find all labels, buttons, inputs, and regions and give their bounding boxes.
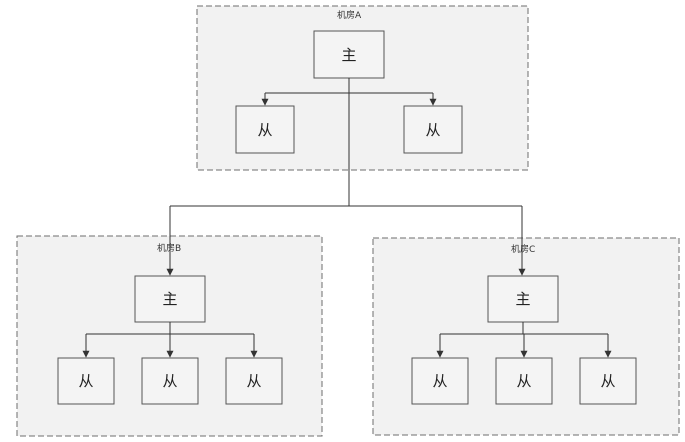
room-c-slave-3-label: 从 — [600, 372, 615, 390]
room-a-slave-right-label: 从 — [425, 121, 440, 139]
room-a-master-label: 主 — [341, 46, 356, 64]
room-b-slave-1-box — [57, 357, 115, 405]
room-c-slave-3-box — [579, 357, 637, 405]
room-a-master-box — [313, 30, 385, 79]
room-a-label: 机房A — [337, 9, 362, 21]
room-b-slave-2-label: 从 — [162, 372, 177, 390]
room-c-slave-2-label: 从 — [516, 372, 531, 390]
room-a: 机房A 主 从 从 — [196, 5, 529, 171]
room-c: 机房C 主 从 从 从 — [372, 237, 680, 436]
room-b-master-label: 主 — [162, 290, 177, 308]
room-b-label: 机房B — [157, 242, 181, 254]
room-c-slave-2-box — [495, 357, 553, 405]
room-c-frame — [372, 237, 680, 436]
room-c-label: 机房C — [511, 243, 535, 255]
room-c-slave-1-label: 从 — [432, 372, 447, 390]
room-c-slave-1-box — [411, 357, 469, 405]
room-a-slave-left-box — [235, 105, 295, 154]
room-c-connectors — [436, 322, 612, 358]
room-c-master-label: 主 — [515, 290, 530, 308]
room-a-slave-right-box — [403, 105, 463, 154]
room-b-slave-1-label: 从 — [78, 372, 93, 390]
room-a-slave-left-label: 从 — [257, 121, 272, 139]
room-b-master-box — [134, 275, 206, 323]
room-b-slave-3-box — [225, 357, 283, 405]
cross-room-connectors — [166, 93, 526, 276]
room-b-slave-2-box — [141, 357, 199, 405]
room-b-slave-3-label: 从 — [246, 372, 261, 390]
room-b-connectors — [82, 322, 258, 358]
